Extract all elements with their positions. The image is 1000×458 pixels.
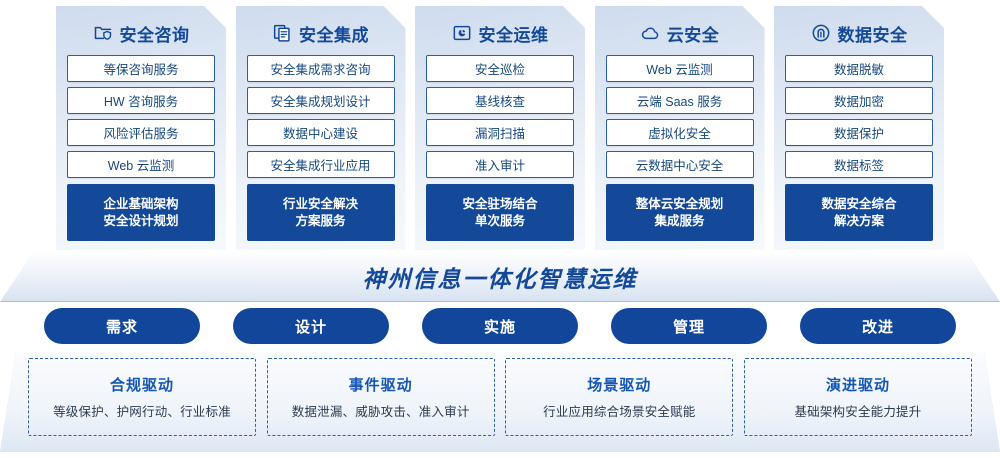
service-item[interactable]: 基线核查: [426, 87, 574, 114]
service-summary-line: 安全驻场结合: [462, 196, 538, 211]
driver-title: 演进驱动: [825, 377, 890, 394]
platform-band: 神州信息一体化智慧运维: [0, 252, 1000, 302]
driver-description: 行业应用综合场景安全赋能: [543, 405, 696, 419]
folder-shield-icon: [93, 23, 113, 43]
service-summary-line: 单次服务: [474, 213, 525, 228]
service-columns: 安全咨询等保咨询服务 HW 咨询服务风险评估服务 Web 云监测企业基础架构安全设计…: [0, 6, 1000, 254]
driver-title: 场景驱动: [587, 377, 652, 394]
service-item[interactable]: 数据中心建设: [247, 119, 395, 146]
service-summary-line: 集成服务: [654, 213, 705, 228]
service-summary-line: 方案服务: [295, 213, 346, 228]
service-item[interactable]: 漏洞扫描: [426, 119, 574, 146]
driver-card[interactable]: 合规驱动等级保护、护网行动、行业标准: [28, 358, 256, 436]
pie-chart-box-icon: [452, 23, 472, 43]
service-column-header: 云安全: [640, 16, 720, 50]
drivers-list: 合规驱动等级保护、护网行动、行业标准事件驱动数据泄漏、威胁攻击、准入审计场景驱动…: [0, 358, 1000, 446]
service-item[interactable]: 等保咨询服务: [67, 55, 215, 82]
lifecycle-pill[interactable]: 设计: [233, 308, 389, 344]
service-summary-line: 企业基础架构: [103, 196, 179, 211]
service-column-title: 安全咨询: [119, 25, 190, 45]
lifecycle-pill[interactable]: 需求: [44, 308, 200, 344]
driver-card[interactable]: 演进驱动基础架构安全能力提升: [743, 358, 972, 436]
service-item[interactable]: 安全集成规划设计: [247, 87, 395, 114]
service-item[interactable]: Web 云监测: [67, 151, 215, 178]
service-item[interactable]: 风险评估服务: [67, 119, 215, 146]
lifecycle-pill[interactable]: 实施: [422, 308, 578, 344]
driver-description: 数据泄漏、威胁攻击、准入审计: [291, 405, 470, 419]
service-item[interactable]: 安全巡检: [426, 55, 574, 82]
platform-band-title: 神州信息一体化智慧运维: [362, 265, 638, 292]
service-item[interactable]: Web 云监测: [606, 55, 754, 82]
driver-title: 事件驱动: [348, 377, 413, 394]
service-summary[interactable]: 企业基础架构安全设计规划: [67, 184, 215, 241]
service-item[interactable]: 数据标签: [785, 151, 933, 178]
driver-description: 基础架构安全能力提升: [794, 405, 922, 419]
service-column-title: 云安全: [666, 25, 720, 45]
cloud-icon: [640, 23, 660, 43]
fingerprint-icon: [811, 23, 831, 43]
lifecycle-pill[interactable]: 改进: [800, 308, 956, 344]
driver-description: 等级保护、护网行动、行业标准: [53, 405, 231, 419]
driver-title: 合规驱动: [109, 377, 174, 394]
service-summary[interactable]: 整体云安全规划集成服务: [606, 184, 754, 241]
service-summary-line: 数据安全综合: [821, 196, 897, 211]
service-item[interactable]: 数据加密: [785, 87, 933, 114]
service-item[interactable]: 数据脱敏: [785, 55, 933, 82]
documents-copy-icon: [272, 23, 292, 43]
service-column-title: 安全集成: [299, 25, 369, 45]
service-column-title: 数据安全: [837, 25, 908, 45]
driver-card[interactable]: 事件驱动数据泄漏、威胁攻击、准入审计: [266, 358, 495, 436]
service-column: 安全集成安全集成需求咨询安全集成规划设计数据中心建设安全集成行业应用行业安全解决…: [236, 6, 406, 250]
service-column-header: 安全集成: [272, 16, 369, 50]
service-summary-line: 解决方案: [833, 213, 884, 228]
service-summary-line: 安全设计规划: [103, 213, 179, 228]
service-item[interactable]: 安全集成行业应用: [247, 151, 395, 178]
service-summary-line: 行业安全解决: [282, 196, 358, 211]
service-item[interactable]: 虚拟化安全: [606, 119, 754, 146]
driver-card[interactable]: 场景驱动行业应用综合场景安全赋能: [505, 358, 734, 436]
service-column: 安全运维安全巡检基线核查漏洞扫描准入审计安全驻场结合单次服务: [415, 6, 585, 250]
lifecycle-pills: 需求设计实施管理改进: [0, 308, 1000, 346]
service-column: 安全咨询等保咨询服务 HW 咨询服务风险评估服务 Web 云监测企业基础架构安全设计…: [56, 6, 226, 250]
service-item[interactable]: 云端 Saas 服务: [606, 87, 754, 114]
service-summary[interactable]: 安全驻场结合单次服务: [426, 184, 574, 241]
lifecycle-pill[interactable]: 管理: [611, 308, 767, 344]
service-column-header: 数据安全: [811, 16, 908, 50]
service-item[interactable]: 数据保护: [785, 119, 933, 146]
service-column-title: 安全运维: [478, 25, 549, 45]
service-item[interactable]: 安全集成需求咨询: [247, 55, 395, 82]
service-column: 云安全 Web 云监测云端 Saas 服务虚拟化安全云数据中心安全整体云安全规划集…: [595, 6, 765, 250]
service-summary[interactable]: 行业安全解决方案服务: [247, 184, 395, 241]
service-summary[interactable]: 数据安全综合解决方案: [785, 184, 933, 241]
service-column: 数据安全数据脱敏数据加密数据保护数据标签数据安全综合解决方案: [774, 6, 944, 250]
service-summary-line: 整体云安全规划: [635, 196, 724, 211]
service-item[interactable]: 准入审计: [426, 151, 574, 178]
service-column-header: 安全运维: [452, 16, 549, 50]
service-item[interactable]: 云数据中心安全: [606, 151, 754, 178]
service-column-header: 安全咨询: [93, 16, 190, 50]
service-item[interactable]: HW 咨询服务: [67, 87, 215, 114]
